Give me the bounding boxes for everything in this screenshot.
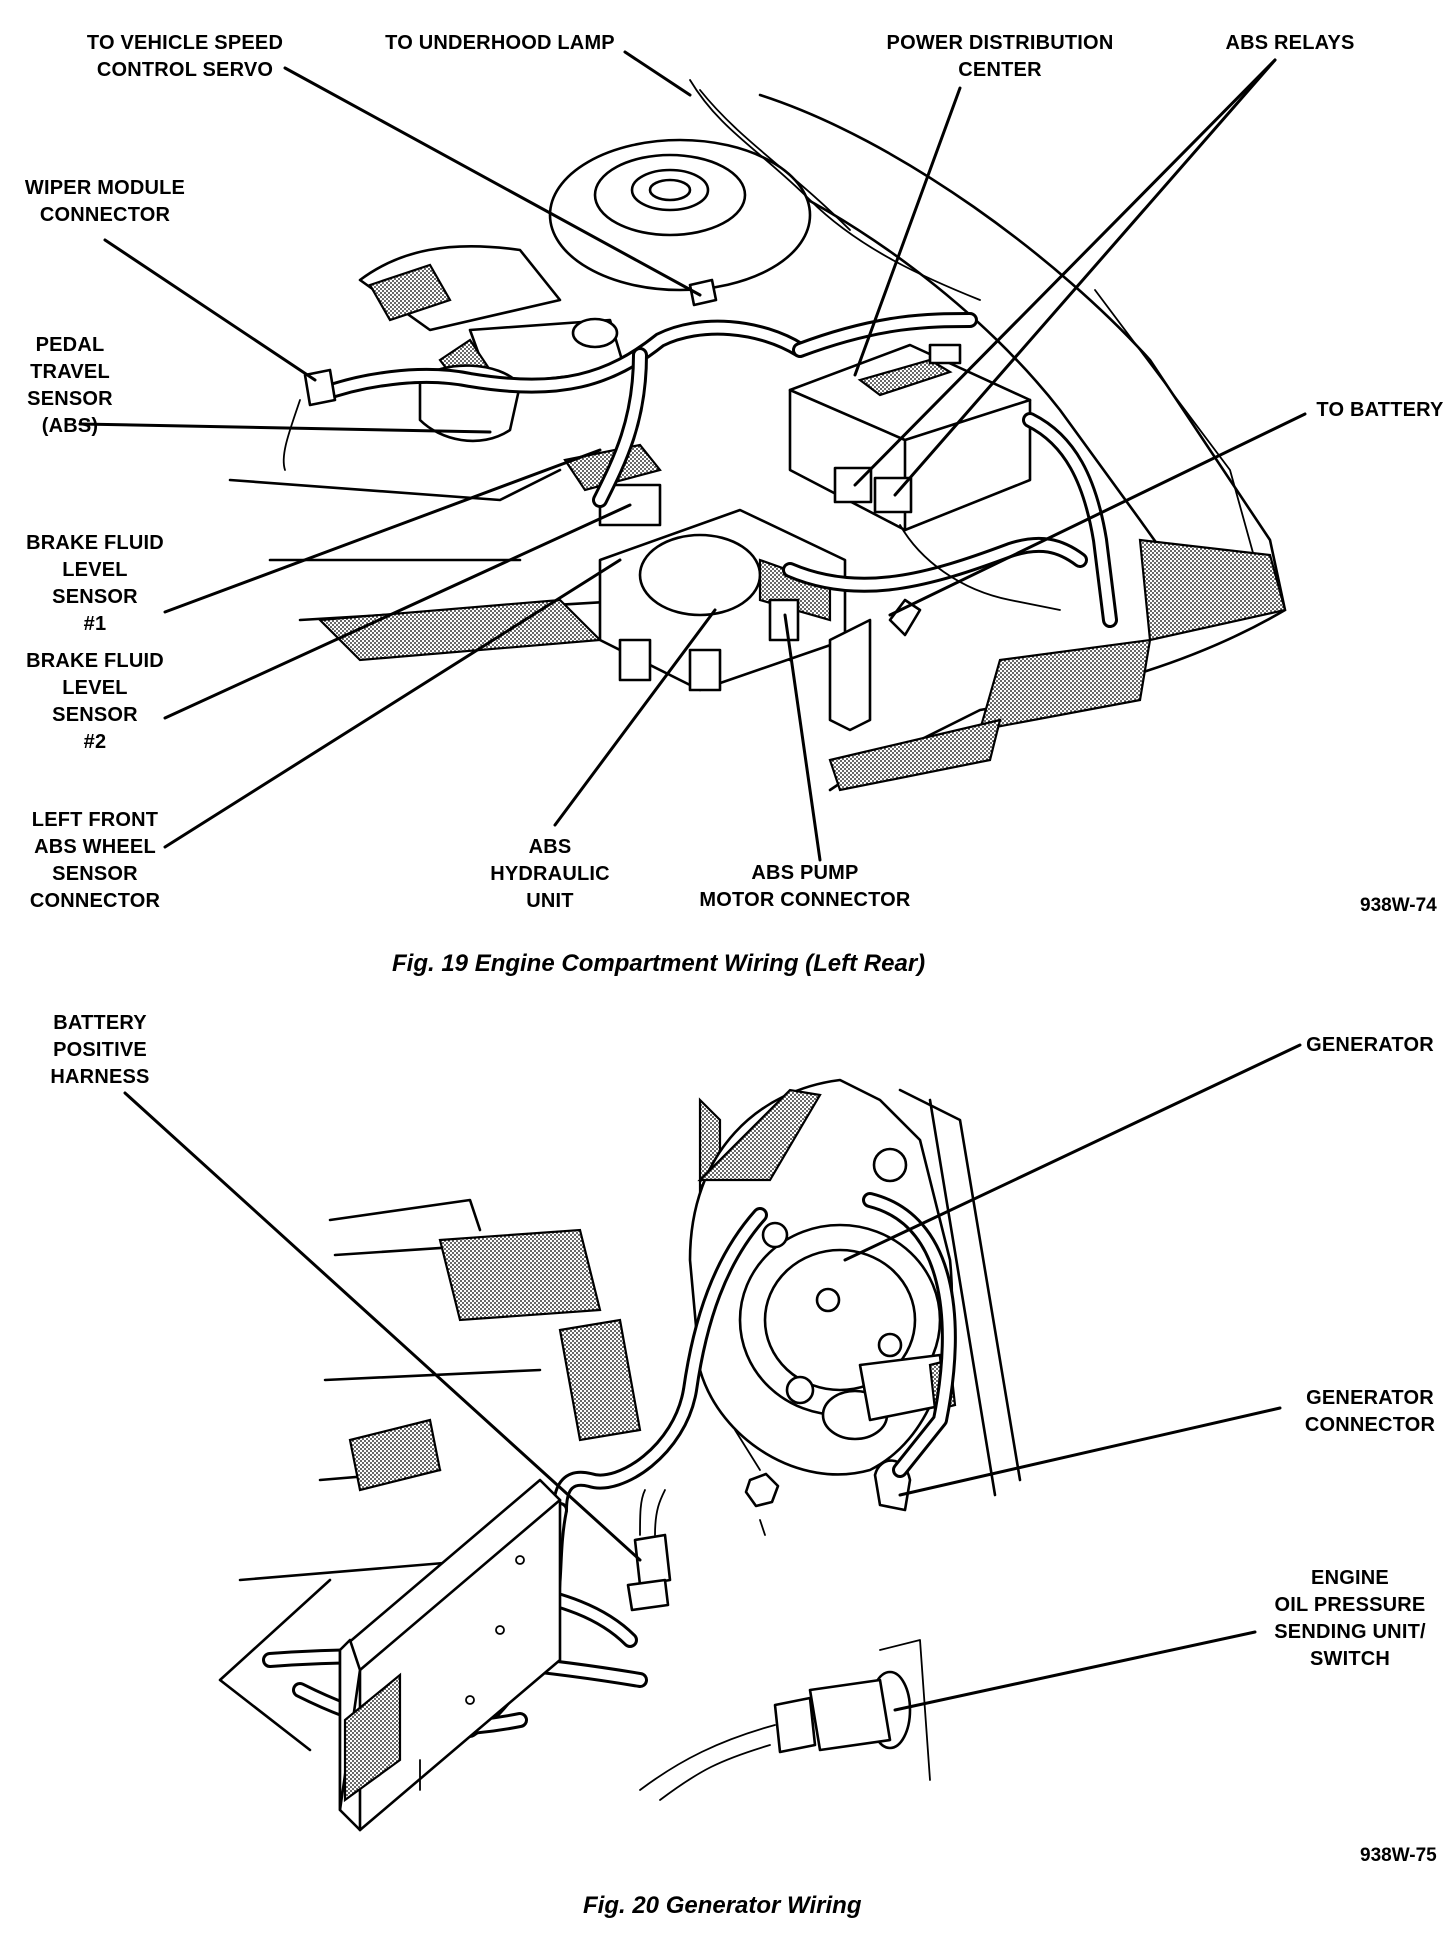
fig19-artwork xyxy=(228,79,1287,792)
label-power-distribution-center: POWER DISTRIBUTION CENTER xyxy=(886,32,1114,81)
label-generator: GENERATOR xyxy=(1306,1034,1434,1056)
figure-code-fig19: 938W-74 xyxy=(1360,895,1437,916)
fig20-artwork xyxy=(218,1078,1022,1832)
label-generator-connector: GENERATOR CONNECTOR xyxy=(1304,1387,1436,1436)
label-vehicle-speed-control-servo: TO VEHICLE SPEED CONTROL SERVO xyxy=(86,32,284,81)
label-battery-positive-harness: BATTERY POSITIVE HARNESS xyxy=(50,1012,150,1088)
label-left-front-abs-wheel-sensor-connector: LEFT FRONT ABS WHEEL SENSOR CONNECTOR xyxy=(29,809,161,912)
label-brake-fluid-level-sensor-2: BRAKE FLUID LEVEL SENSOR #2 xyxy=(26,650,164,753)
fig20-leader-lines xyxy=(123,1043,1302,1712)
caption-fig20: Fig. 20 Generator Wiring xyxy=(583,1892,862,1919)
label-abs-relays: ABS RELAYS xyxy=(1225,32,1355,54)
label-abs-pump-motor-connector: ABS PUMP MOTOR CONNECTOR xyxy=(699,862,911,911)
label-pedal-travel-sensor: PEDAL TRAVEL SENSOR (ABS) xyxy=(27,334,113,437)
label-to-battery: TO BATTERY xyxy=(1316,399,1444,421)
fig19-leader-lines xyxy=(78,50,1307,862)
label-wiper-module-connector: WIPER MODULE CONNECTOR xyxy=(24,177,186,226)
figure-code-fig20: 938W-75 xyxy=(1360,1845,1437,1866)
label-engine-oil-pressure-sending-unit-switch: ENGINE OIL PRESSURE SENDING UNIT/ SWITCH xyxy=(1274,1567,1426,1670)
label-brake-fluid-level-sensor-1: BRAKE FLUID LEVEL SENSOR #1 xyxy=(26,532,164,635)
caption-fig19: Fig. 19 Engine Compartment Wiring (Left … xyxy=(392,950,926,977)
label-to-underhood-lamp: TO UNDERHOOD LAMP xyxy=(385,32,615,54)
label-abs-hydraulic-unit: ABS HYDRAULIC UNIT xyxy=(490,836,610,912)
